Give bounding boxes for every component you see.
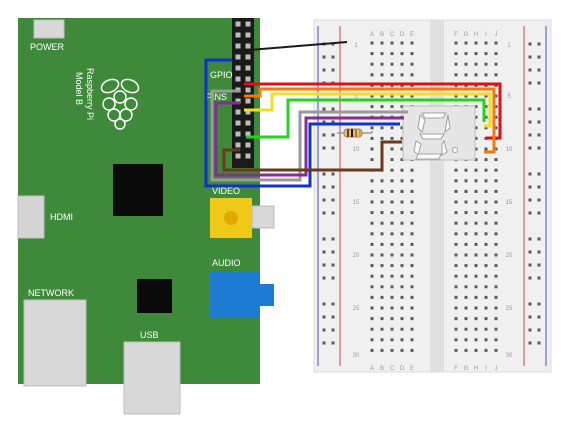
column-letter: G [464, 366, 469, 372]
column-letter: H [474, 32, 478, 38]
display-decimal-point [452, 147, 458, 153]
green-wire [246, 98, 486, 139]
row-number: 30 [506, 353, 513, 359]
column-letter: A [370, 32, 374, 38]
row-number: 25 [353, 306, 360, 312]
yellow-wire [244, 92, 492, 128]
brown-wire [222, 140, 402, 172]
column-letters-bottom: A B C D E F G H I J [370, 366, 498, 372]
row-number: 10 [353, 147, 360, 153]
row-number: 10 [506, 147, 513, 153]
row-number: 15 [506, 200, 513, 206]
column-letter: I [485, 32, 487, 38]
network-connector [23, 299, 87, 387]
video-label: VIDEO [212, 186, 240, 196]
column-letter: B [380, 32, 384, 38]
pins-label: PINS [206, 92, 227, 102]
display-segments [413, 112, 451, 160]
gpio-label: GPIO [210, 70, 233, 80]
audio-connector-tip [258, 284, 274, 306]
row-numbers: 1 5 10 15 20 25 30 1 5 10 15 20 25 30 [353, 43, 513, 359]
lan-chip [137, 279, 172, 313]
column-letters-top: A B C D E F G H I J [370, 32, 498, 38]
hdmi-connector [17, 195, 45, 239]
column-letter: D [400, 32, 405, 38]
audio-connector [210, 272, 260, 318]
breadboard: A B C D E F G H I J A B C D E F G H I J … [313, 19, 552, 373]
column-letter: C [390, 32, 395, 38]
column-letter: A [370, 366, 374, 372]
column-letter: I [485, 366, 487, 372]
soc-chip [113, 164, 163, 216]
row-number: 30 [353, 353, 360, 359]
black-wire [248, 41, 348, 51]
row-number: 5 [507, 94, 511, 100]
column-letter: H [474, 366, 478, 372]
resistor [337, 128, 372, 138]
purple-wire [214, 101, 404, 177]
row-number: 1 [354, 43, 358, 49]
row-number: 20 [353, 253, 360, 259]
video-connector-tip [251, 205, 275, 229]
column-letter: F [454, 32, 458, 38]
row-number: 15 [353, 200, 360, 206]
grey-wire [210, 89, 408, 182]
orange-wire [244, 87, 496, 154]
power-label: POWER [30, 42, 65, 52]
hdmi-label: HDMI [50, 212, 73, 222]
blue-wire [204, 58, 400, 188]
board-model: Model B [74, 72, 84, 105]
video-connector-socket [224, 211, 238, 225]
power-connector [33, 19, 65, 39]
wires [204, 41, 502, 188]
row-number: 25 [506, 306, 513, 312]
raspberry-pi-board: POWER Raspberry Pi Model B HDMI NETWORK … [17, 18, 275, 415]
column-letter: C [390, 366, 395, 372]
breadboard-center-channel [430, 20, 444, 372]
gpio-pins [235, 21, 251, 159]
row-number: 5 [354, 94, 358, 100]
raspberry-logo-icon [100, 78, 140, 130]
column-letter: D [400, 366, 405, 372]
audio-label: AUDIO [212, 258, 241, 268]
row-number: 1 [507, 43, 511, 49]
column-letter: E [410, 32, 414, 38]
column-letter: J [495, 32, 498, 38]
row-number: 20 [506, 253, 513, 259]
column-letter: G [464, 32, 469, 38]
column-letter: B [380, 366, 384, 372]
usb-connector [123, 341, 181, 415]
network-label: NETWORK [28, 288, 74, 298]
column-letter: F [454, 366, 458, 372]
seven-segment-display [402, 105, 476, 161]
gpio-header [232, 18, 254, 168]
usb-label: USB [140, 330, 159, 340]
board-name: Raspberry Pi [85, 68, 95, 120]
column-letter: J [495, 366, 498, 372]
column-letter: E [410, 366, 414, 372]
